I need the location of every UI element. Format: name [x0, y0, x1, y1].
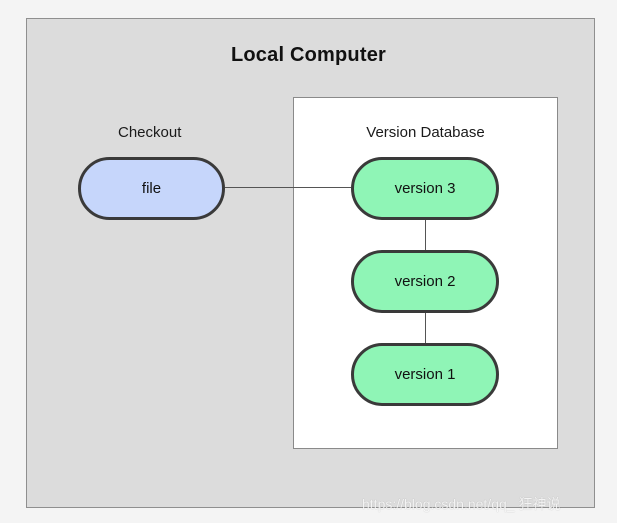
watermark: https://blog.csdn.net/qq_ 狂神说 — [362, 496, 561, 512]
connector-version-3-to-version-2 — [425, 220, 426, 250]
diagram-title: Local Computer — [230, 44, 387, 66]
file-node: file — [78, 157, 225, 220]
version-3-node: version 3 — [351, 157, 499, 220]
version-2-node: version 2 — [351, 250, 499, 313]
version-1-node: version 1 — [351, 343, 499, 406]
connector-version-2-to-version-1 — [425, 313, 426, 343]
checkout-label: Checkout — [118, 124, 182, 141]
connector-file-to-version-3 — [225, 187, 351, 188]
version-database-label: Version Database — [366, 124, 485, 141]
